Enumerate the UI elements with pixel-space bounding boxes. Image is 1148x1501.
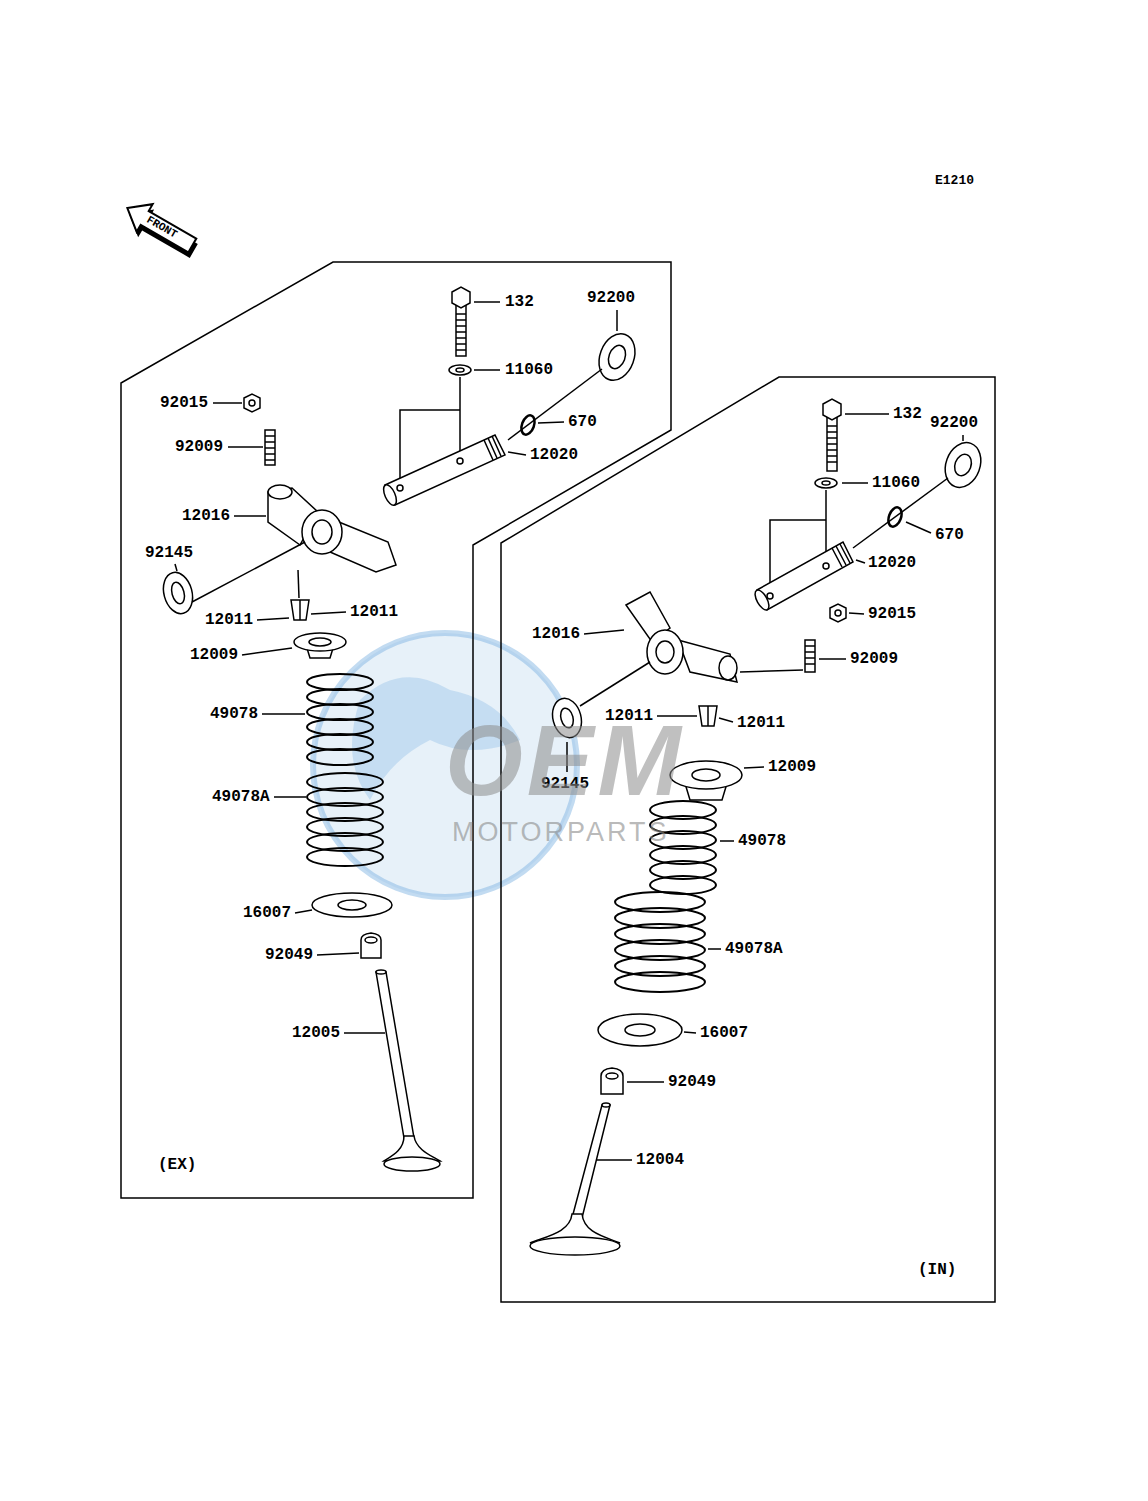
callout-number: 12009 [190,647,238,664]
watermark: OEM [445,708,685,813]
callout-number: 92145 [145,545,193,562]
direction-label: FRONT [145,215,179,242]
callout-number: 92049 [668,1074,716,1091]
view-tag: (EX) [158,1157,196,1174]
callout-number: 12016 [182,508,230,525]
callout-number: 12004 [636,1152,684,1169]
callout-number: 92200 [930,415,978,432]
callout-number: 12016 [532,626,580,643]
callout-number: 49078 [738,833,786,850]
callout-number: 132 [505,294,534,311]
callout-number: 11060 [872,475,920,492]
view-tag: (IN) [918,1262,956,1279]
callout-number: 49078A [725,941,783,958]
callout-number: 49078A [212,789,270,806]
callout-number: 11060 [505,362,553,379]
callout-number: 12020 [530,447,578,464]
callout-number: 92200 [587,290,635,307]
watermark: MOTORPARTS [452,818,670,846]
callout-number: 12009 [768,759,816,776]
callout-number: 92009 [850,651,898,668]
callout-number: 92015 [160,395,208,412]
callout-number: 92049 [265,947,313,964]
callout-number: 12011 [350,604,398,621]
callout-number: 92015 [868,606,916,623]
callout-number: 132 [893,406,922,423]
callout-number: 670 [568,414,597,431]
callout-number: 12020 [868,555,916,572]
callout-number: 16007 [243,905,291,922]
callout-number: 16007 [700,1025,748,1042]
front-arrow [117,194,203,265]
callout-number: 92009 [175,439,223,456]
drawing-code: E1210 [935,174,974,188]
callout-number: 12011 [205,612,253,629]
callout-number: 12005 [292,1025,340,1042]
callout-number: 49078 [210,706,258,723]
callout-number: 12011 [737,715,785,732]
callout-number: 670 [935,527,964,544]
